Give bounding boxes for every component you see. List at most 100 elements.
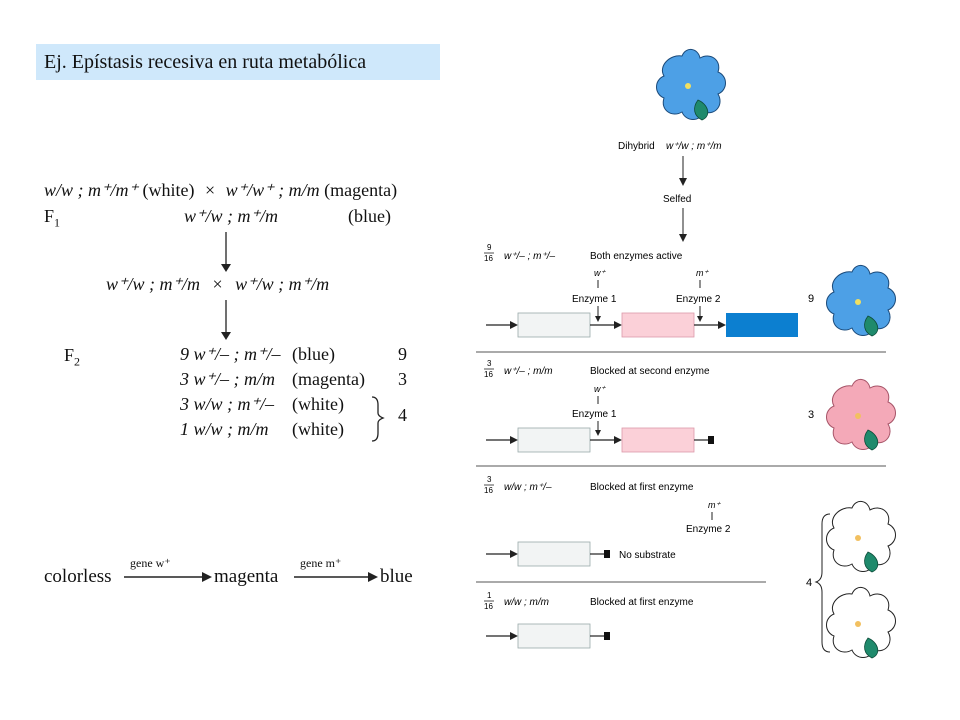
f2-row: 9 w⁺/– ; m⁺/– (180, 344, 281, 365)
class-1-m-plus: m⁺ (696, 268, 709, 278)
class-1-enzyme-2: Enzyme 2 (676, 294, 721, 305)
cross-symbol-2: × (212, 274, 223, 294)
class-3-genotype: w/w ; m⁺/– (504, 482, 552, 493)
f2-row: 3 w⁺/– ; m/m (180, 369, 275, 390)
enzyme-arrow-head-1a (595, 316, 601, 322)
pathway-start: colorless (44, 566, 112, 587)
dihybrid-label: Dihybrid (618, 141, 655, 152)
enzyme-arrow-head-2a (697, 316, 703, 322)
pathway-arrow-head-1 (202, 572, 212, 582)
f2-label: F2 (64, 345, 80, 370)
arrow-head-1 (221, 264, 231, 272)
f1-genotype: w⁺/w ; m⁺/m (184, 206, 278, 227)
f2-phenotype: (magenta) (292, 369, 365, 389)
class-2-count: 3 (808, 409, 814, 421)
pathway-arrow-head-2 (368, 572, 378, 582)
f2-ratio: 9 (398, 344, 407, 364)
input-arrow-head-3 (510, 550, 518, 558)
block-mark-2 (604, 550, 610, 558)
f2-subscript: 2 (74, 354, 81, 369)
f2-genotype: 3 w⁺/– ; m/m (180, 369, 276, 389)
input-arrow-head-4 (510, 632, 518, 640)
input-arrow-head-2 (510, 436, 518, 444)
class-4-fraction-num: 1 (487, 591, 492, 600)
class-3-fraction-num: 3 (487, 475, 492, 484)
step-arrow-head-1 (614, 321, 622, 329)
precursor-box-3 (517, 541, 591, 567)
pathway-end: blue (380, 566, 413, 587)
f2-phenotype: (white) (292, 419, 344, 439)
selfed-label: Selfed (663, 194, 691, 205)
parent-1-phenotype: (white) (142, 180, 195, 200)
dihybrid-genotype: w⁺/w ; m⁺/m (666, 141, 722, 152)
f1-subscript: 1 (54, 215, 61, 230)
white-brace (814, 513, 831, 653)
f2-row: 3 w/w ; m⁺/– (180, 394, 274, 415)
pathway-gene-2: gene m⁺ (300, 556, 342, 570)
f2-brace-ratio: 4 (398, 405, 407, 425)
block-mark-3 (604, 632, 610, 640)
class-2-fraction-den: 16 (484, 370, 493, 379)
class-1-enzyme-1: Enzyme 1 (572, 294, 617, 305)
f2-row: 1 w/w ; m/m (180, 419, 269, 440)
blue-flower-icon (826, 264, 896, 337)
class-1-w-plus: w⁺ (594, 268, 606, 278)
class-3-enzyme-2: Enzyme 2 (686, 524, 731, 535)
pathway-gene-1: gene w⁺ (130, 556, 171, 570)
pathway-arrows (124, 572, 378, 582)
cross-arrows (221, 232, 385, 442)
slide-title: Ej. Epístasis recesiva en ruta metabólic… (36, 44, 440, 80)
f2-letter: F (64, 345, 75, 365)
f2-phenotype: (blue) (292, 344, 335, 364)
f2-phenotype: (white) (292, 394, 344, 414)
metabolic-figure: Dihybrid w⁺/w ; m⁺/m Selfed 9 16 w⁺/– ; … (476, 48, 896, 659)
f1-self-cross: w⁺/w ; m⁺/m × w⁺/w ; m⁺/m (106, 274, 329, 295)
enzyme-arrow-head-1b (595, 430, 601, 436)
pathway-middle: magenta (214, 566, 279, 587)
class-2-w-plus: w⁺ (594, 384, 606, 394)
class-1-fraction-num: 9 (487, 243, 492, 252)
step-arrow-head-3 (614, 436, 622, 444)
class-1-genotype: w⁺/– ; m⁺/– (504, 251, 556, 262)
block-mark-1 (708, 436, 714, 444)
white-total-count: 4 (806, 577, 812, 589)
class-2-enzyme-1: Enzyme 1 (572, 409, 617, 420)
magenta-box-1 (621, 312, 695, 338)
class-2-description: Blocked at second enzyme (590, 366, 710, 377)
arrow-head-dihybrid (679, 178, 687, 186)
f1-cross-a: w⁺/w ; m⁺/m (106, 274, 201, 294)
class-1-description: Both enzymes active (590, 251, 683, 262)
precursor-box-1 (517, 312, 591, 338)
input-arrow-head-1 (510, 321, 518, 329)
white-flower-icon (826, 586, 896, 659)
no-substrate-label: No substrate (619, 550, 676, 561)
f1-genotype-text: w⁺/w ; m⁺/m (184, 206, 279, 226)
class-3-description: Blocked at first enzyme (590, 482, 694, 493)
class-1-fraction-den: 16 (484, 254, 493, 263)
class-4-genotype: w/w ; m/m (504, 597, 549, 608)
f1-phenotype: (blue) (348, 206, 391, 226)
blue-box (726, 313, 798, 337)
class-2-fraction-num: 3 (487, 359, 492, 368)
parent-2-phenotype: (magenta) (324, 180, 398, 200)
f1-cross-b: w⁺/w ; m⁺/m (235, 274, 330, 294)
magenta-box-2 (621, 427, 695, 453)
f2-ratio: 3 (398, 369, 407, 389)
class-4-fraction-den: 16 (484, 602, 493, 611)
class-2-genotype: w⁺/– ; m/m (504, 366, 553, 377)
f1-label: F1 (44, 206, 60, 231)
f1-letter: F (44, 206, 55, 226)
f2-genotype: 9 w⁺/– ; m⁺/– (180, 344, 281, 364)
right-brace (371, 396, 385, 442)
precursor-box-2 (517, 427, 591, 453)
class-4-description: Blocked at first enzyme (590, 597, 694, 608)
class-3-fraction-den: 16 (484, 486, 493, 495)
class-3-m-plus: m⁺ (708, 500, 721, 510)
precursor-box-4 (517, 623, 591, 649)
parent-cross: w/w ; m⁺/m⁺ (white) × w⁺/w⁺ ; m/m (magen… (44, 180, 397, 201)
f2-genotype: 3 w/w ; m⁺/– (180, 394, 275, 414)
parent-2-genotype: w⁺/w⁺ ; m/m (225, 180, 320, 200)
pink-flower-icon (826, 378, 896, 451)
arrow-head-selfed (679, 234, 687, 242)
arrow-head-2 (221, 332, 231, 340)
